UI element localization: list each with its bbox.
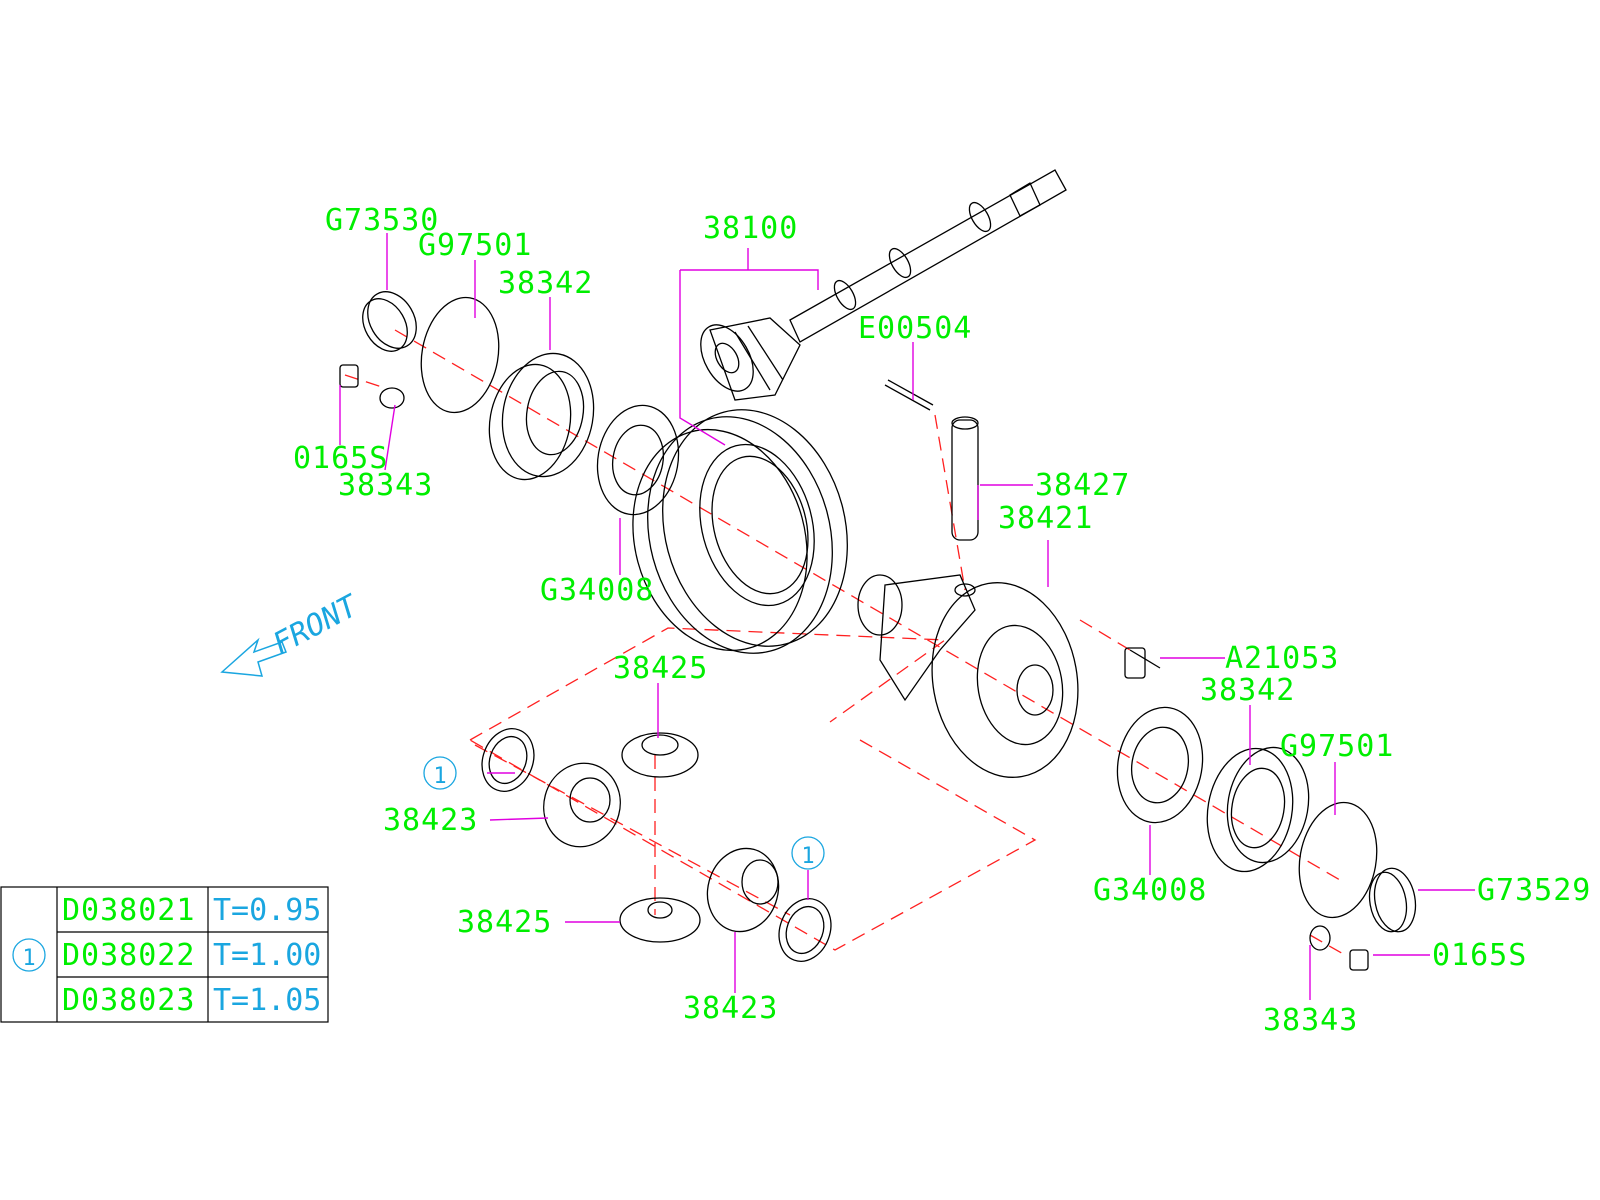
label-g97501-top: G97501 xyxy=(418,228,532,263)
label-38423-bot: 38423 xyxy=(683,991,778,1026)
shim-thickness-3: T=1.05 xyxy=(213,983,321,1018)
label-38425-bot: 38425 xyxy=(457,905,552,940)
front-label: FRONT xyxy=(267,588,365,662)
label-0165s-bot: 0165S xyxy=(1432,938,1527,973)
label-g73529: G73529 xyxy=(1477,873,1591,908)
center-lines xyxy=(344,329,1346,956)
right-bearing-group xyxy=(1116,647,1417,971)
pinion-shaft-38100 xyxy=(700,169,1067,401)
label-38342-bot: 38342 xyxy=(1200,673,1295,708)
label-38343-bot: 38343 xyxy=(1263,1003,1358,1038)
part-labels: G73530 G97501 38100 38342 E00504 0165S 3… xyxy=(293,203,1591,1038)
label-e00504: E00504 xyxy=(858,311,972,346)
shim-part-1: D038021 xyxy=(62,893,195,928)
label-38425-top: 38425 xyxy=(613,651,708,686)
label-g34008-bot: G34008 xyxy=(1093,873,1207,908)
label-0165s-top: 0165S xyxy=(293,441,388,476)
label-38100: 38100 xyxy=(703,211,798,246)
ref-1-right: 1 xyxy=(801,844,814,869)
pinion-shaft-38427 xyxy=(884,379,979,541)
label-g34008-top: G34008 xyxy=(540,573,654,608)
label-a21053: A21053 xyxy=(1225,641,1339,676)
label-38423-left: 38423 xyxy=(383,803,478,838)
shim-table: 1 D038021 T=0.95 D038022 T=1.00 D038023 … xyxy=(0,886,329,1023)
differential-case-38421 xyxy=(857,574,1079,778)
reference-callout-left: 1 xyxy=(423,756,457,790)
shim-table-ref: 1 xyxy=(22,946,35,971)
differential-gears xyxy=(481,728,832,962)
ring-gear xyxy=(632,409,848,654)
label-g73530: G73530 xyxy=(325,203,439,238)
label-g97501-bot: G97501 xyxy=(1280,729,1394,764)
shim-thickness-2: T=1.00 xyxy=(213,938,321,973)
front-arrow: FRONT xyxy=(220,588,365,677)
shim-part-3: D038023 xyxy=(62,983,195,1018)
reference-callout-right: 1 xyxy=(791,836,825,870)
leader-lines xyxy=(339,233,1475,1000)
label-38343-top: 38343 xyxy=(338,468,433,503)
shim-thickness-1: T=0.95 xyxy=(213,893,321,928)
shim-part-2: D038022 xyxy=(62,938,195,973)
label-38421: 38421 xyxy=(998,501,1093,536)
label-38427: 38427 xyxy=(1035,468,1130,503)
left-bearing-group xyxy=(339,291,680,516)
ref-1-left: 1 xyxy=(433,764,446,789)
label-38342-top: 38342 xyxy=(498,266,593,301)
